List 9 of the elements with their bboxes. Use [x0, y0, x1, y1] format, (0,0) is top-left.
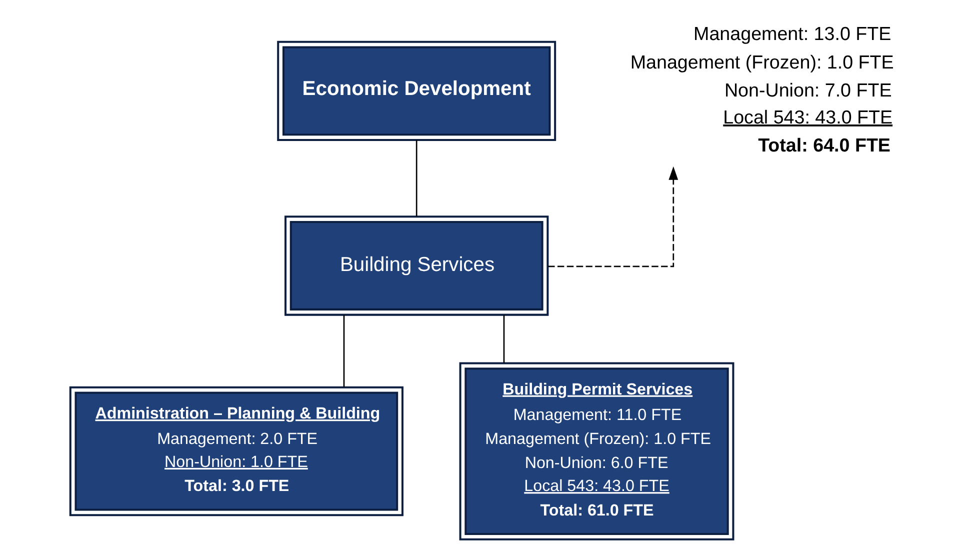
- connector: [503, 314, 505, 364]
- node-box: Building Services: [284, 216, 549, 316]
- node-text: Management: 13.0 FTE Management (Frozen): 1.0 FTE Non-Union: 7.0 FTE Local 543: 43.0 FTE Total: 64.0 FTE: [630, 23, 894, 156]
- node-box: Administration – Planning & Building Management: 2.0 FTE Non-Union: 1.0 FTE Total: 3.0 FTE: [69, 386, 404, 516]
- node-box: Building Permit Services Management: 11.0 FTE Management (Frozen): 1.0 FTE Non-Union: 6.0 FTE Local 543: 43.0 FTE Total: 61.0 FTE: [459, 362, 734, 540]
- arrow: [548, 166, 678, 268]
- connector: [416, 140, 418, 216]
- node-box: Economic Development: [277, 40, 556, 142]
- connector: [343, 314, 345, 388]
